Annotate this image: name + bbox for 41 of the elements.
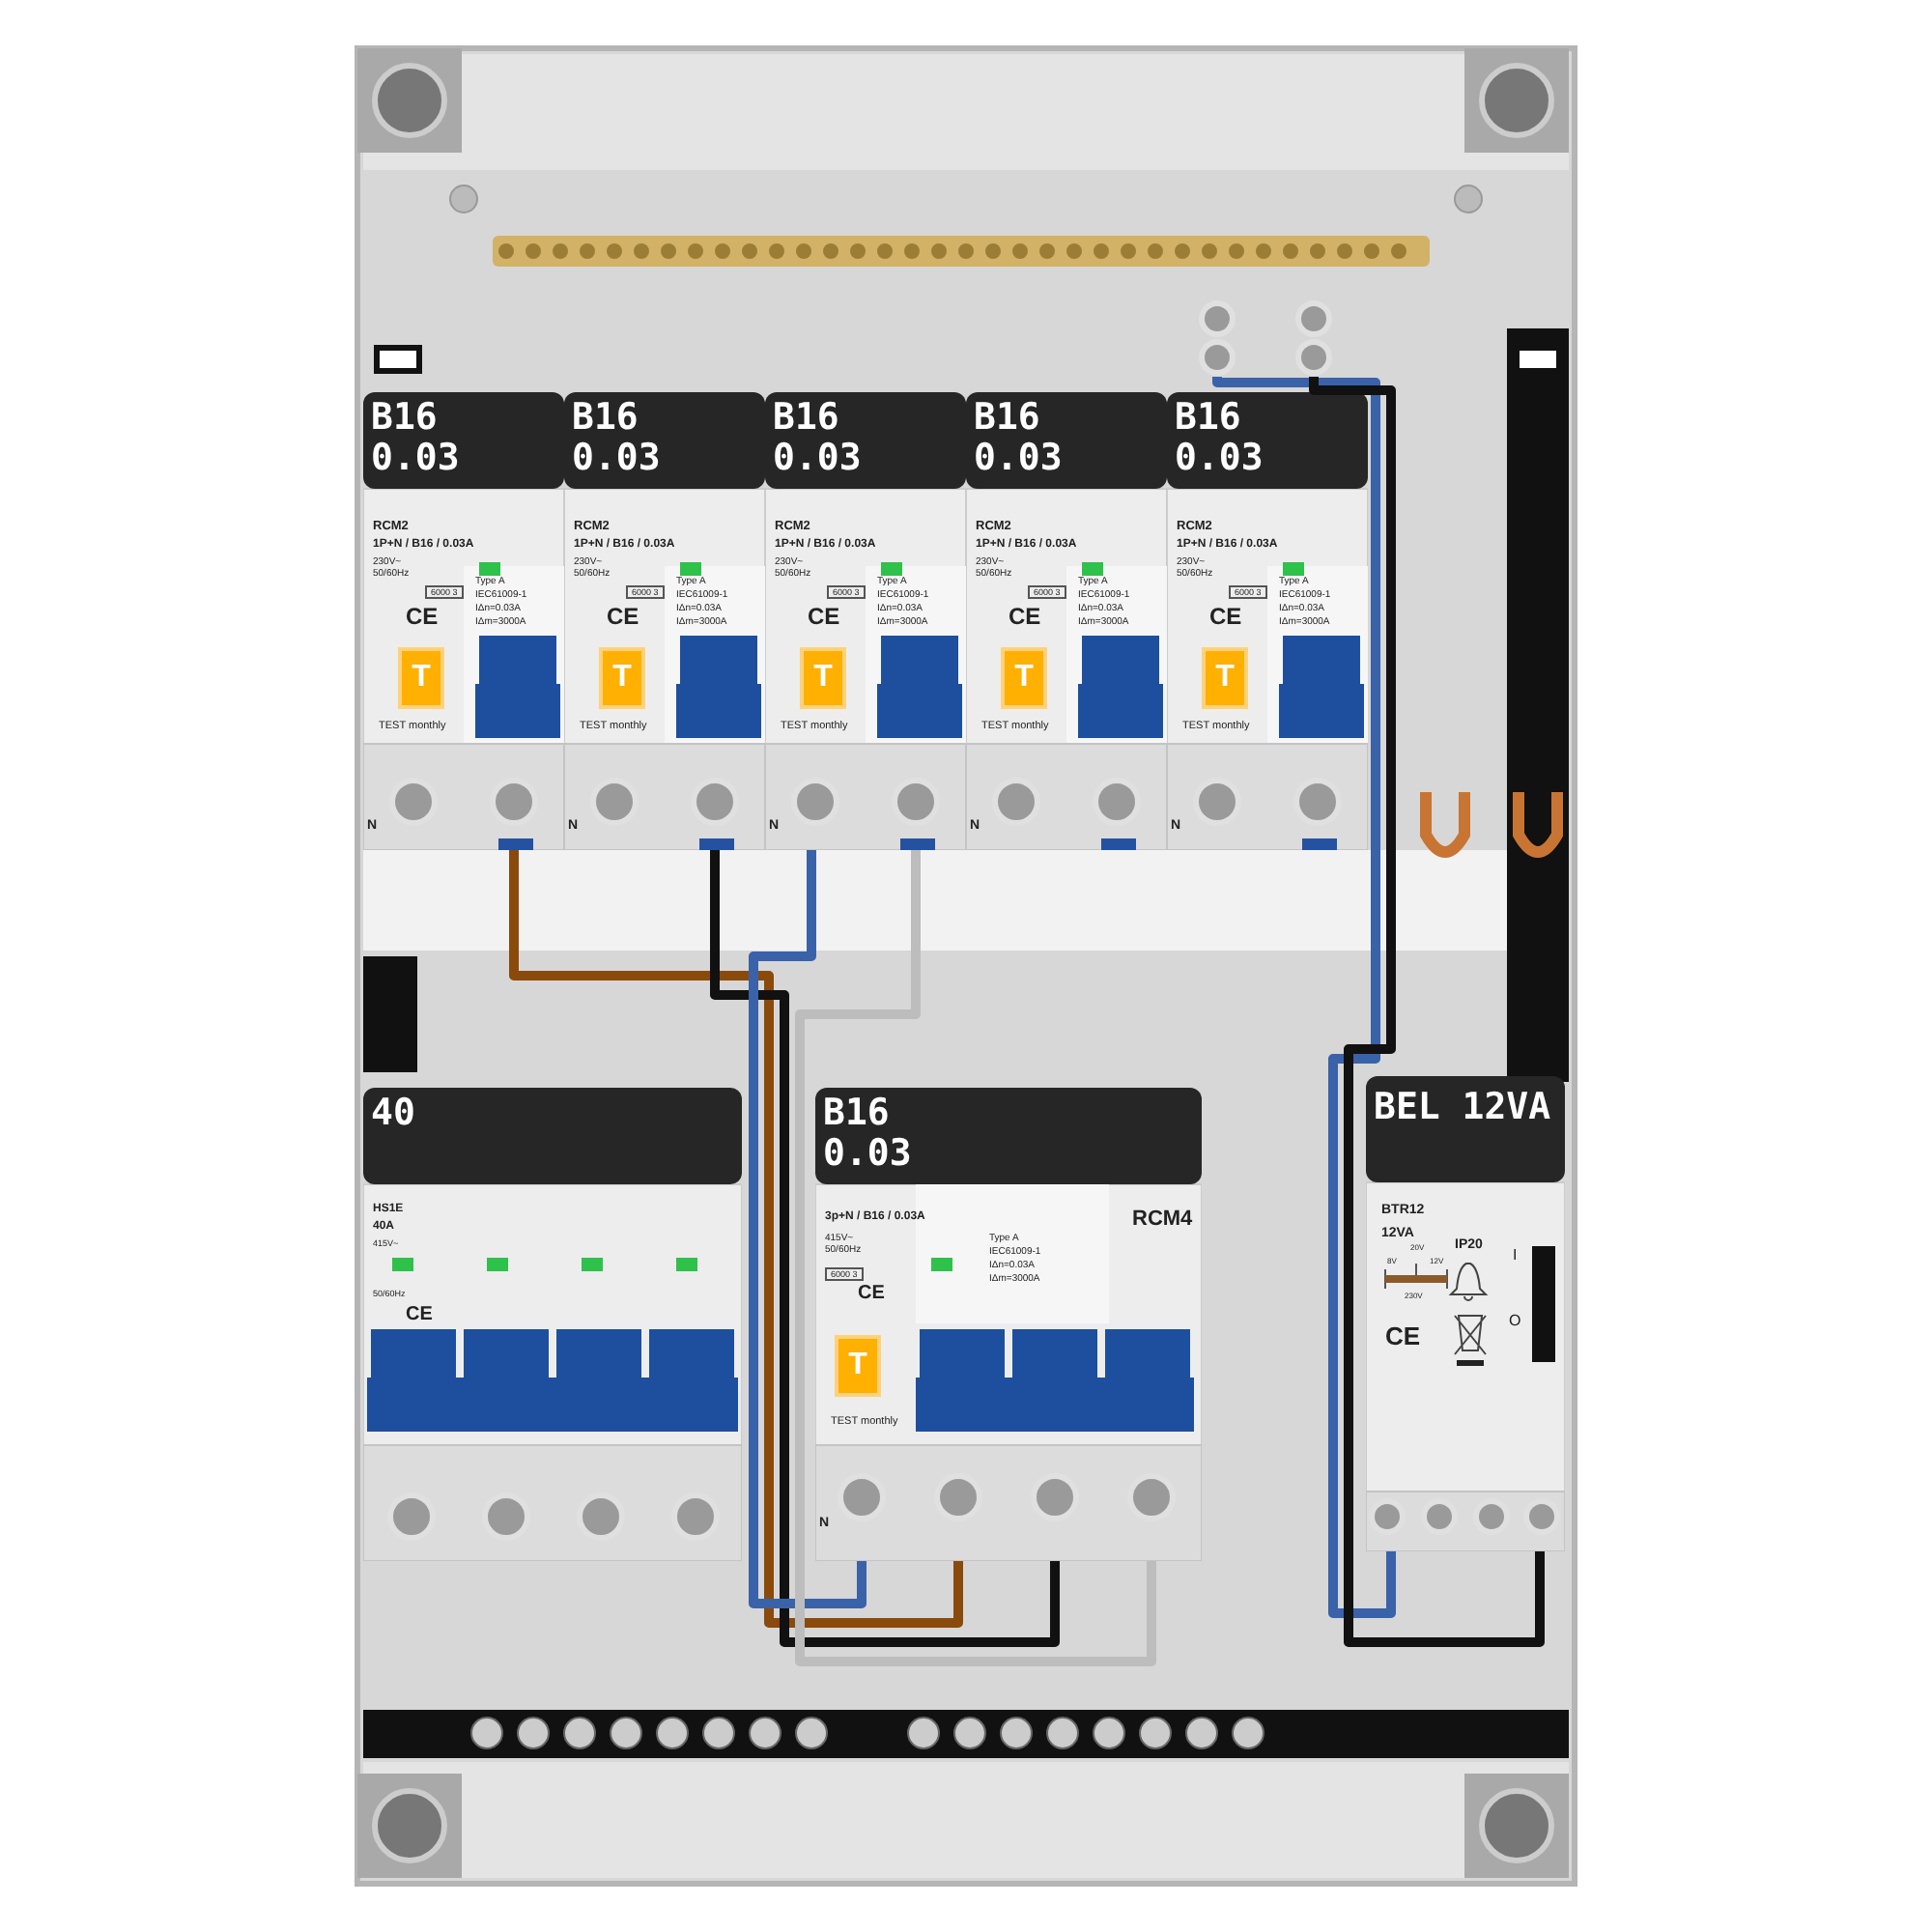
circuit-breaker-module: [765, 392, 966, 850]
test-button: T: [599, 647, 645, 709]
wire: [749, 850, 867, 1608]
main-switch-module: [363, 1088, 742, 1561]
circuit-breaker-module: [564, 392, 765, 850]
ce-mark: CE: [1385, 1323, 1421, 1352]
wire: [1309, 375, 1545, 1647]
ce-mark: CE: [858, 1283, 885, 1305]
test-button: T: [800, 647, 846, 709]
circuit-breaker-module: [966, 392, 1167, 850]
rating-label: B16 0.03: [815, 1088, 1202, 1184]
test-button: T: [398, 647, 444, 709]
wire: [795, 850, 1156, 1666]
ce-mark: CE: [808, 605, 840, 632]
test-button: T: [1202, 647, 1248, 709]
wire: [710, 850, 1060, 1647]
wire: [1212, 372, 1396, 1618]
rating-label: 40: [363, 1088, 742, 1184]
circuit-breaker-module: [815, 1088, 1202, 1561]
test-button: T: [1001, 647, 1047, 709]
rating-label: B16 0.03: [765, 392, 966, 489]
circuit-breaker-module: [363, 392, 564, 850]
ce-mark: CE: [1009, 605, 1041, 632]
terminal-screw: [1198, 299, 1236, 377]
ce-mark: CE: [406, 1304, 433, 1326]
ce-mark: CE: [607, 605, 639, 632]
circuit-breaker-module: [1167, 392, 1368, 850]
test-button: T: [835, 1335, 881, 1397]
ce-mark: CE: [1209, 605, 1242, 632]
rating-label: B16 0.03: [1167, 392, 1368, 489]
rating-label: BEL 12VA: [1366, 1076, 1565, 1182]
switch-position-label: O: [1509, 1312, 1521, 1330]
terminal-screw: [1294, 299, 1333, 377]
model-label: RCM4: [1132, 1208, 1193, 1233]
rating-label: B16 0.03: [363, 392, 564, 489]
switch-position-label: I: [1513, 1246, 1518, 1264]
ce-mark: CE: [406, 605, 439, 632]
rating-label: B16 0.03: [564, 392, 765, 489]
rating-label: B16 0.03: [966, 392, 1167, 489]
bell-transformer-module: [1366, 1076, 1565, 1551]
wire: [509, 850, 963, 1628]
